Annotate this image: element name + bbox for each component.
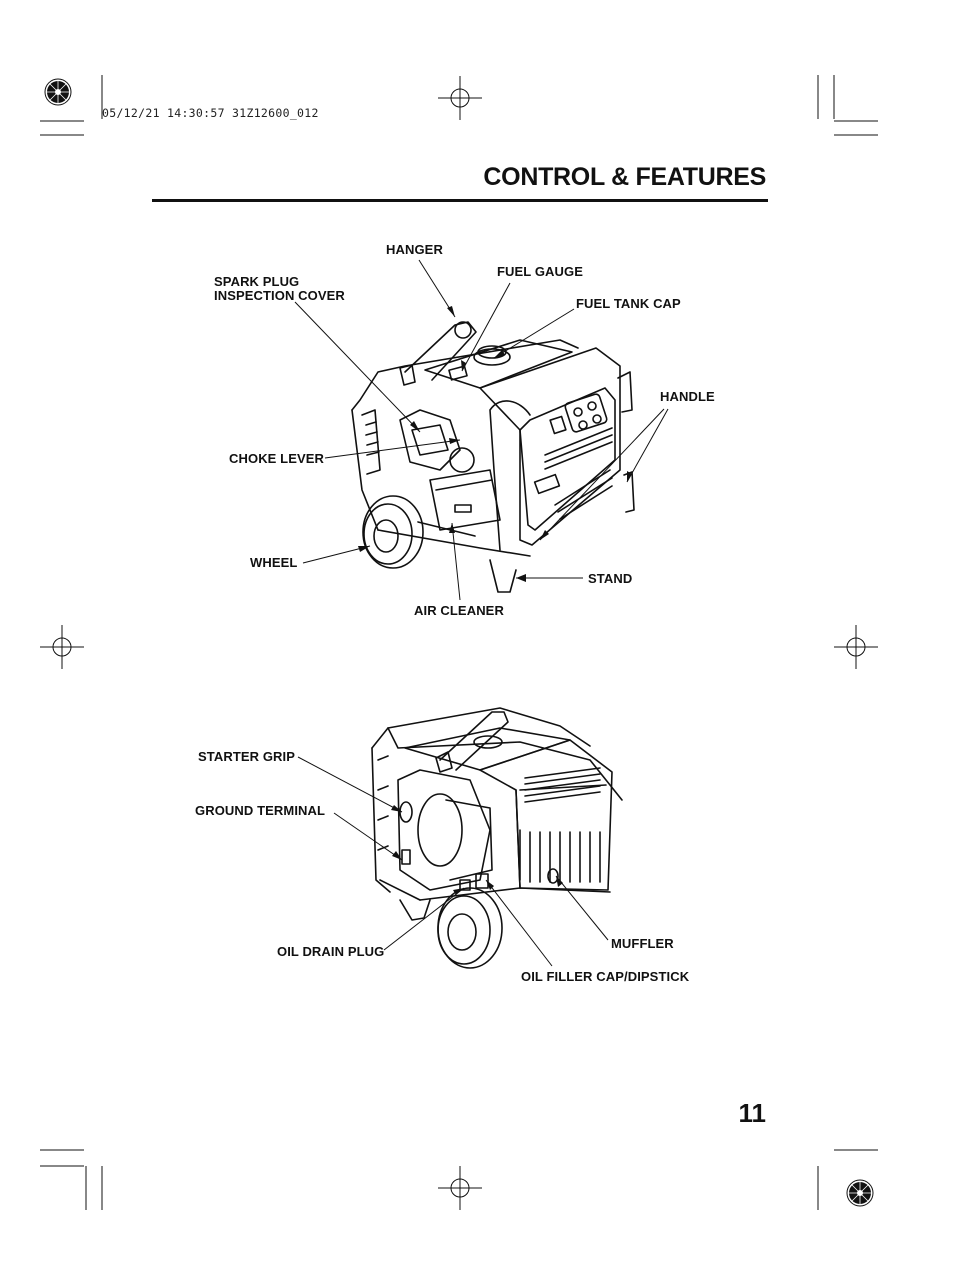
label-stand: STAND <box>588 571 633 586</box>
title-divider <box>152 199 768 202</box>
page-title: CONTROL & FEATURES <box>483 163 766 191</box>
print-timestamp: 05/12/21 14:30:57 31Z12600_012 <box>102 106 319 120</box>
label-air-cleaner: AIR CLEANER <box>414 603 504 618</box>
label-spark-plug-line2: INSPECTION COVER <box>214 288 345 303</box>
label-handle: HANDLE <box>660 389 715 404</box>
label-hanger: HANGER <box>386 242 443 257</box>
label-fuel-gauge: FUEL GAUGE <box>497 264 583 279</box>
label-ground-terminal: GROUND TERMINAL <box>195 803 326 818</box>
label-wheel: WHEEL <box>250 555 298 570</box>
label-spark-plug-line1: SPARK PLUG <box>214 274 300 289</box>
label-choke-lever: CHOKE LEVER <box>229 451 325 466</box>
label-muffler: MUFFLER <box>611 936 674 951</box>
label-starter-grip: STARTER GRIP <box>198 749 296 764</box>
label-oil-drain-plug: OIL DRAIN PLUG <box>277 944 385 959</box>
page-number: 11 <box>738 1098 767 1128</box>
label-spark-plug-inspection-cover: SPARK PLUG INSPECTION COVER <box>214 275 345 303</box>
label-fuel-tank-cap: FUEL TANK CAP <box>576 296 681 311</box>
label-oil-filler-cap-dipstick: OIL FILLER CAP/DIPSTICK <box>521 969 690 984</box>
